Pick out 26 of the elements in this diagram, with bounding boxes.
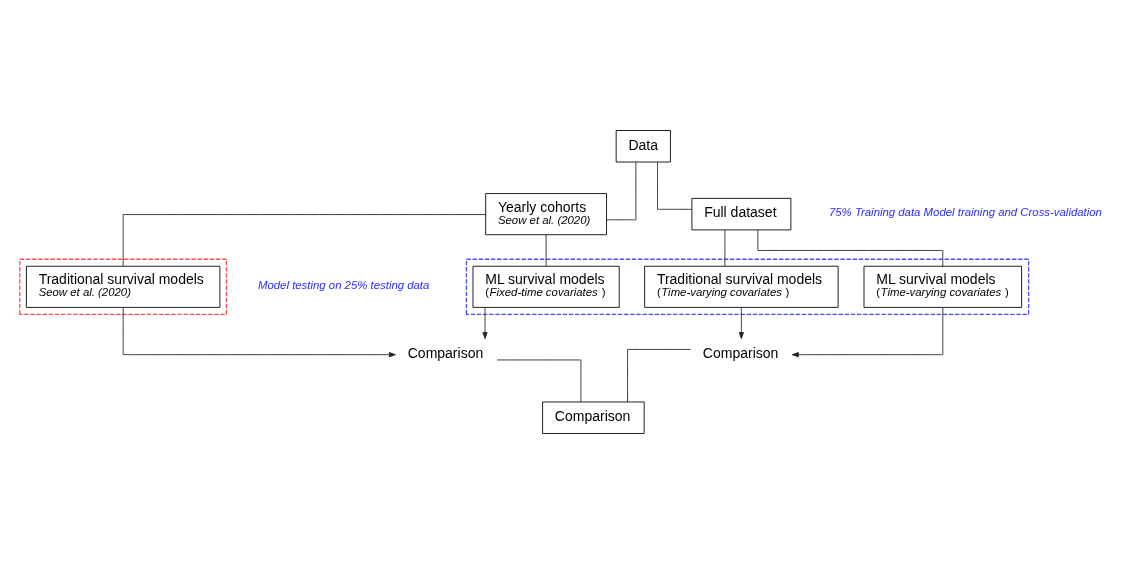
node-box: Traditional survival models (Time-varying covariates) xyxy=(644,265,839,308)
node-box: ML survival models (Time-varying covariates) xyxy=(863,265,1023,308)
label: 75% Training data Model training and Cross-validation xyxy=(828,206,1102,219)
node-box: ML survival models (Fixed-time covariates) xyxy=(472,265,620,308)
connector xyxy=(627,349,691,403)
cluster xyxy=(465,258,1030,316)
node-box: Full dataset xyxy=(691,197,792,231)
node-box: Traditional survival models Seow et al. (2020) xyxy=(25,265,221,308)
connector xyxy=(122,214,486,267)
node-box: Yearly cohorts Seow et al. (2020) xyxy=(485,193,607,236)
node-text: Comparison xyxy=(407,345,484,362)
arrow xyxy=(482,307,488,340)
connector xyxy=(545,234,547,267)
connector xyxy=(606,161,637,221)
cluster xyxy=(19,258,228,316)
connector xyxy=(657,161,693,210)
arrow xyxy=(122,307,396,358)
node-text: Comparison xyxy=(702,345,779,362)
arrow xyxy=(791,307,944,358)
arrow xyxy=(738,307,744,340)
connector xyxy=(496,359,582,403)
connector xyxy=(724,229,726,267)
node-box: Comparison xyxy=(542,401,645,434)
node-box: Data xyxy=(615,130,671,163)
label: Model testing on 25% testing data xyxy=(258,278,430,291)
connector xyxy=(757,229,944,267)
